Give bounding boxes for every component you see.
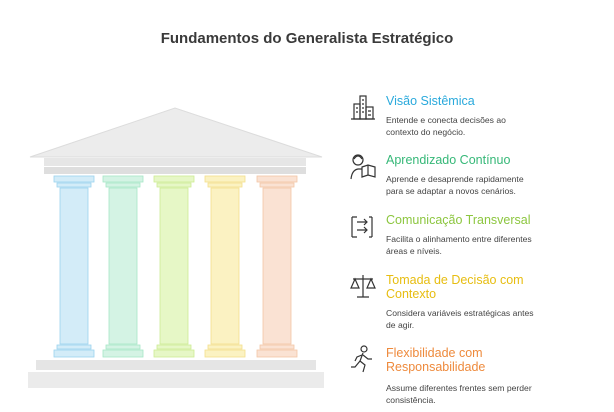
temple-illustration — [28, 107, 324, 388]
diagram-title: Fundamentos do Generalista Estratégico — [160, 30, 454, 47]
skyline-icon — [348, 92, 378, 122]
item-description: Facilita o alinhamento entre diferentes … — [386, 234, 532, 256]
pillar-capital-ring — [56, 182, 92, 188]
item-description: Aprende e desaprende rapidamente para se… — [386, 174, 524, 196]
pillar-base — [53, 349, 95, 358]
item-heading: Aprendizado Contínuo — [386, 153, 511, 167]
pillar-capital-ring — [259, 182, 295, 188]
pillar-base-ring — [259, 344, 295, 350]
item-description: Considera variáveis estratégicas antes d… — [386, 308, 534, 330]
item-heading: Comunicação Transversal — [386, 213, 531, 227]
pillar-shaft — [59, 187, 89, 345]
pillar-capital — [204, 175, 246, 183]
item-description: Entende e conecta decisões ao contexto d… — [386, 115, 506, 137]
reading-person-icon — [348, 151, 378, 181]
pillar-shaft — [159, 187, 189, 345]
pillar-group — [53, 175, 298, 358]
pillar-base — [102, 349, 144, 358]
pillar-base-ring — [156, 344, 192, 350]
temple-entablature — [44, 158, 306, 166]
item-heading: Visão Sistêmica — [386, 94, 475, 108]
pillar-base-ring — [105, 344, 141, 350]
pillar-base — [204, 349, 246, 358]
pillar-capital-ring — [207, 182, 243, 188]
pillar-shaft — [210, 187, 240, 345]
item-heading: Tomada de Decisão com Contexto — [386, 273, 524, 301]
item-description: Assume diferentes frentes sem perder con… — [386, 383, 532, 405]
pillar-capital — [256, 175, 298, 183]
pillar-shaft — [108, 187, 138, 345]
temple-base-step-2 — [28, 372, 324, 388]
pillar-base — [256, 349, 298, 358]
running-person-icon — [348, 344, 378, 374]
pillar-base-ring — [56, 344, 92, 350]
temple-base-step-1 — [36, 360, 316, 370]
flow-arrows-icon — [348, 211, 378, 241]
pillar-base-ring — [207, 344, 243, 350]
pillar-capital — [53, 175, 95, 183]
temple-roof — [29, 107, 323, 158]
pillar-capital — [153, 175, 195, 183]
temple-lintel — [44, 167, 306, 174]
pillar-base — [153, 349, 195, 358]
pillar-capital — [102, 175, 144, 183]
balance-scale-icon — [348, 271, 378, 301]
item-heading: Flexibilidade com Responsabilidade — [386, 346, 486, 374]
pillar-capital-ring — [156, 182, 192, 188]
pillar-shaft — [262, 187, 292, 345]
pillar-capital-ring — [105, 182, 141, 188]
